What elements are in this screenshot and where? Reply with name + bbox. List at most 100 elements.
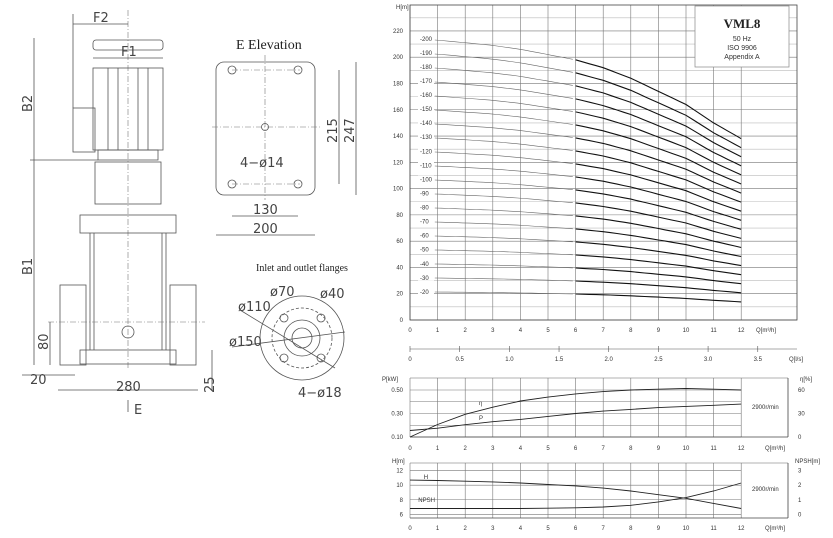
x2-tick-label: 3.5 <box>754 357 763 363</box>
flange-view: Inlet and outlet flanges ø70 ø40 ø110 ø1… <box>229 263 348 401</box>
curve-label-bg <box>418 189 434 197</box>
speed-label: 2900r/min <box>752 487 779 493</box>
stage-curve-thin <box>434 277 573 282</box>
x-tick-label: 12 <box>738 328 745 334</box>
curve-label: -130 <box>420 135 433 141</box>
curve-label-bg <box>418 175 434 183</box>
y-tick-label: 0.10 <box>391 435 403 441</box>
y2-tick-label: 0 <box>798 435 802 441</box>
dim-80: 80 <box>37 333 52 350</box>
curve-label-bg <box>418 245 434 253</box>
stage-curve-thin <box>434 193 573 203</box>
x-axis-label: Q[m³/h] <box>765 446 785 452</box>
y-tick-label: 120 <box>393 160 404 166</box>
y-tick-label: 10 <box>396 483 403 489</box>
stage-curve-bold <box>575 202 742 239</box>
y-tick-label: 8 <box>400 498 404 504</box>
elevation-title: E Elevation <box>236 38 302 53</box>
stage-curve-thin <box>434 53 573 73</box>
x-tick-label: 6 <box>574 526 578 532</box>
view-e-label: E <box>134 403 142 418</box>
pump-dimensions: F2 F1 B2 B1 80 20 280 25 E <box>21 11 218 418</box>
series-power-line <box>409 403 742 431</box>
chart-title: VML8 <box>724 16 761 31</box>
y-tick-label: 20 <box>396 292 403 298</box>
x-tick-label: 9 <box>657 526 661 532</box>
x-tick-label: 5 <box>546 526 550 532</box>
x-axis-label: Q[m³/h] <box>756 328 776 334</box>
e-elevation-view: E Elevation 215 247 4−ø14 130 200 <box>212 38 358 237</box>
curve-label: -60 <box>420 234 429 240</box>
x2-tick-label: 0 <box>408 357 412 363</box>
series-head-line <box>409 479 742 509</box>
stage-curve-bold <box>575 150 742 203</box>
x-tick-label: 1 <box>436 526 440 532</box>
y-tick-label: 160 <box>393 108 404 114</box>
y2-axis-label: η[%] <box>800 377 812 383</box>
stage-curve-thin <box>434 263 573 269</box>
x-tick-label: 0 <box>408 328 412 334</box>
curve-label: -110 <box>420 163 432 169</box>
curve-label-bg <box>418 91 434 99</box>
curve-label: -140 <box>420 121 433 127</box>
curve-label: -50 <box>420 248 429 254</box>
flange-title: Inlet and outlet flanges <box>256 263 348 274</box>
speed-label: 2900r/min <box>752 405 779 411</box>
curve-label-bg <box>418 161 434 169</box>
stage-curve-thin <box>434 67 573 86</box>
curve-label-bg <box>418 62 434 70</box>
series-npsh-line <box>410 482 742 509</box>
curve-label-bg <box>418 147 434 155</box>
stage-curve-bold <box>575 72 742 149</box>
x-tick-label: 11 <box>710 446 717 452</box>
stage-curve-bold <box>575 241 742 267</box>
curve-label: -80 <box>420 206 429 212</box>
stage-curve-thin <box>434 291 573 295</box>
curve-label: -170 <box>420 79 433 85</box>
y-tick-label: 6 <box>400 512 404 518</box>
plot-frame <box>409 4 798 321</box>
curve-label: -150 <box>420 107 433 113</box>
x-tick-label: 8 <box>629 526 633 532</box>
curve-label-bg <box>418 48 434 56</box>
y-tick-label: 0 <box>400 318 404 324</box>
x-tick-label: 12 <box>738 526 745 532</box>
y2-tick-label: 60 <box>798 388 805 394</box>
y2-tick-label: 2 <box>798 483 802 489</box>
dim-b1: B1 <box>21 258 36 275</box>
stage-curve-bold <box>575 215 742 249</box>
stage-curve-bold <box>575 267 742 285</box>
dim-20: 20 <box>30 373 47 388</box>
x2-tick-label: 3.0 <box>704 357 713 363</box>
stage-curve-bold <box>575 59 742 140</box>
y-axis-label: P[kW] <box>382 377 398 383</box>
y-tick-label: 60 <box>396 239 403 245</box>
stage-curve-thin <box>434 249 573 256</box>
curve-label: -70 <box>420 220 429 226</box>
stage-curve-thin <box>434 95 573 112</box>
info-standard: ISO 9906 <box>727 45 757 52</box>
stage-curve-thin <box>434 165 573 177</box>
curve-label: -90 <box>420 191 429 197</box>
x-tick-label: 7 <box>602 446 606 452</box>
curve-label-bg <box>418 273 434 281</box>
x-tick-label: 3 <box>491 446 495 452</box>
x-tick-label: 3 <box>491 328 495 334</box>
y-tick-label: 180 <box>393 81 404 87</box>
y-tick-label: 0.30 <box>391 412 403 418</box>
x-tick-label: 4 <box>519 446 523 452</box>
x-tick-label: 9 <box>657 328 661 334</box>
stage-curve-bold <box>575 137 742 194</box>
curve-label: -190 <box>420 51 433 57</box>
x-tick-label: 10 <box>683 526 690 532</box>
curve-label-bg <box>418 259 434 267</box>
x2-tick-label: 0.5 <box>456 357 465 363</box>
stage-curve-bold <box>575 228 742 258</box>
x-tick-label: 4 <box>519 328 523 334</box>
x2-tick-label: 1.0 <box>505 357 514 363</box>
x-tick-label: 0 <box>408 446 412 452</box>
stage-curve-bold <box>575 163 742 212</box>
y-axis-label: H[m] <box>396 5 409 11</box>
